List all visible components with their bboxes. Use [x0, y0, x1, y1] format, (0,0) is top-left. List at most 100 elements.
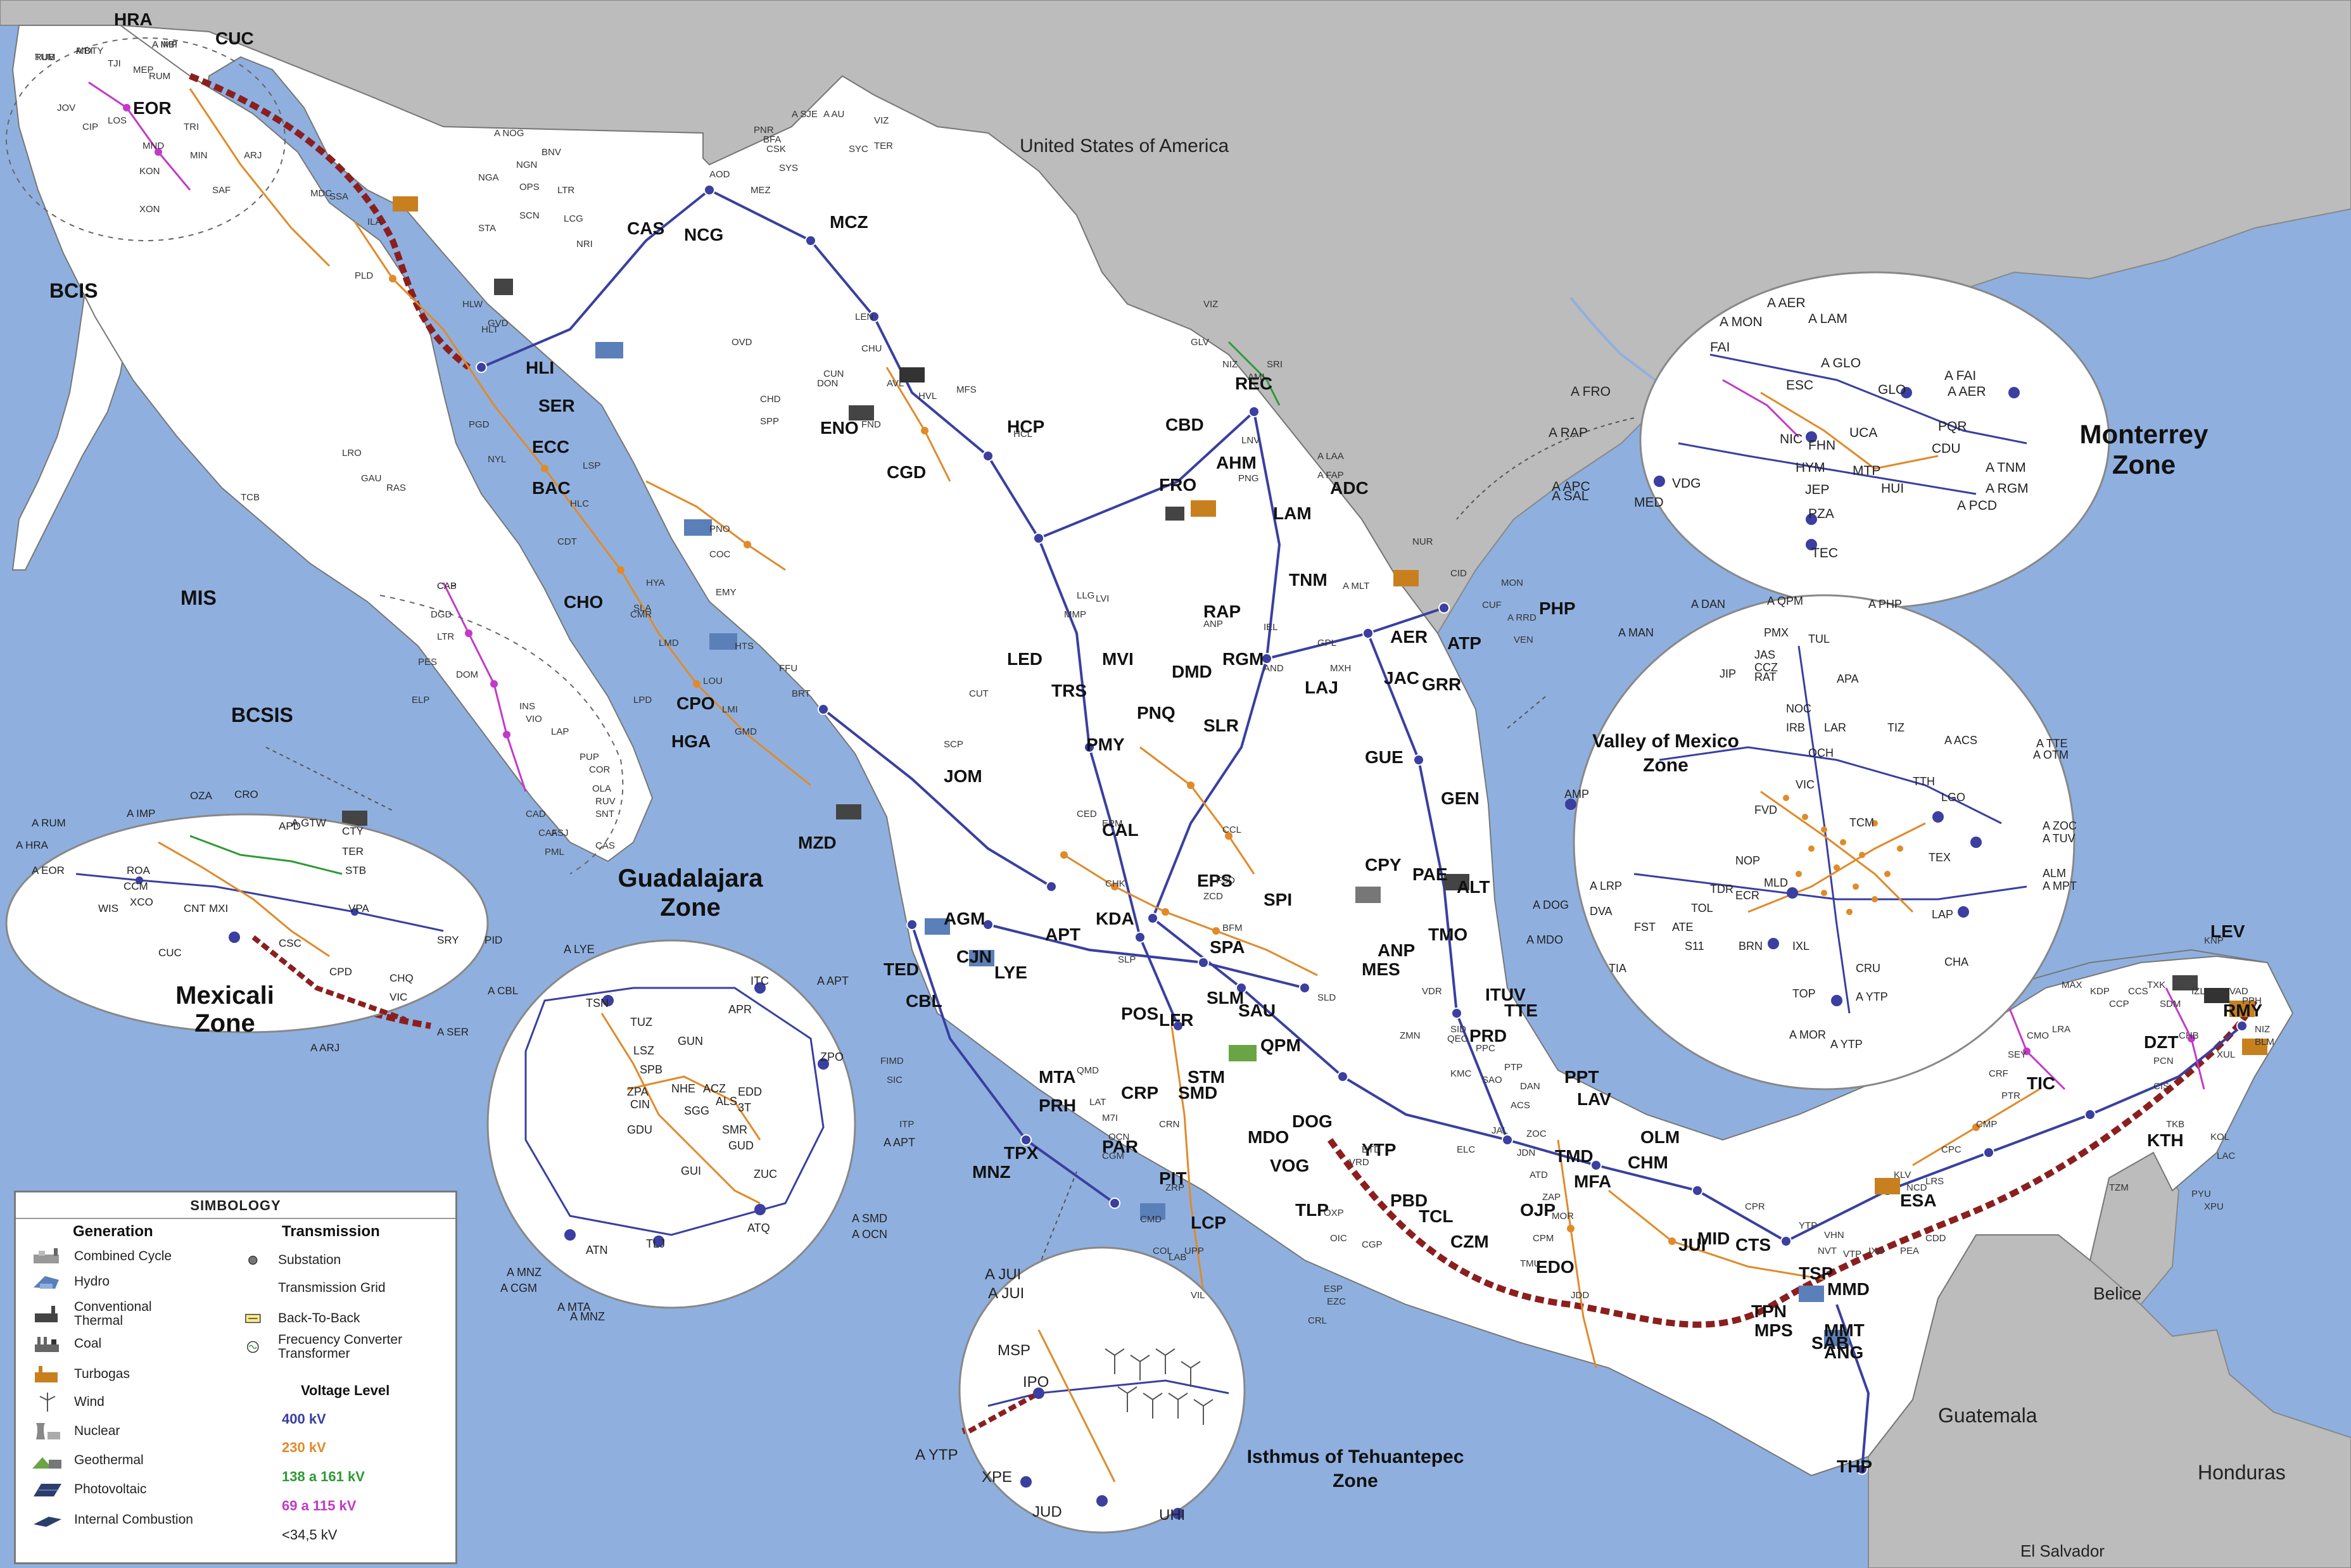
node-label: ZAP	[1542, 1192, 1561, 1203]
node-label: SPB	[640, 1063, 662, 1076]
node-label: QPM	[1260, 1035, 1301, 1055]
node-label: TCB	[241, 492, 260, 503]
node-label: SCN	[519, 210, 540, 221]
legend-label: Geothermal	[74, 1453, 144, 1467]
node-label: A SER	[437, 1026, 469, 1038]
node-label: ZPA	[627, 1085, 649, 1098]
node-label: CCM	[124, 880, 148, 892]
node-label: ALM	[2043, 867, 2066, 880]
node-label: XUL	[2217, 1049, 2235, 1060]
node-label: VEN	[1514, 635, 1533, 645]
legend-divider	[16, 1218, 455, 1219]
node-label: TJI	[108, 58, 121, 69]
node-label: HLI	[526, 358, 554, 377]
lines-138kv	[1227, 341, 1281, 406]
node-label: A AU	[823, 109, 844, 120]
node-label: PPH	[2242, 996, 2262, 1006]
node-label: TIA	[1609, 962, 1626, 975]
node-label: LPD	[633, 695, 652, 705]
node-label: ESC	[1786, 378, 1813, 393]
node-label: CTS	[1735, 1235, 1771, 1255]
node-label: PTR	[2001, 1091, 2020, 1101]
legend-label: Combined Cycle	[74, 1249, 172, 1263]
node-label: TKB	[2166, 1119, 2184, 1130]
node-label: TSN	[586, 997, 609, 1009]
node-label: KOL	[2210, 1132, 2229, 1142]
node-label: HTS	[735, 641, 754, 652]
node-label: BRT	[792, 688, 811, 699]
node-label: LAT	[1089, 1097, 1106, 1108]
node-label: KMC	[1450, 1068, 1472, 1079]
node-label: NOC	[1786, 702, 1811, 715]
node-label: MCZ	[830, 212, 868, 232]
node-label: FIMD	[880, 1056, 904, 1066]
node-label: JUD	[1032, 1503, 1062, 1521]
node-label: PNQ	[1137, 703, 1176, 723]
guatemala-label: Guatemala	[1938, 1404, 2037, 1427]
node-label: BFA	[763, 134, 781, 145]
node-label: LAM	[1273, 503, 1312, 523]
node-label: TOL	[1691, 902, 1713, 914]
node-label: LRA	[2052, 1024, 2070, 1035]
node-label: PAR	[1102, 1137, 1138, 1156]
node-label: MEP	[133, 65, 154, 75]
region-boundaries	[6, 37, 624, 875]
node-label: COL	[1153, 1246, 1172, 1256]
node-label: LRS	[1925, 1176, 1944, 1187]
node-label: A SAL	[1552, 489, 1588, 503]
node-label: ZRP	[1165, 1182, 1184, 1193]
node-label: NIZ	[2255, 1024, 2270, 1035]
node-label: PNO	[709, 524, 730, 534]
frequency-converter-icon	[247, 1341, 259, 1353]
node-label: GUN	[678, 1035, 703, 1047]
node-label: GVD	[488, 318, 509, 329]
node-label: PID	[485, 934, 502, 946]
node-label: IXL	[1792, 940, 1809, 952]
region-mis: MIS	[181, 586, 217, 609]
node-label: TXK	[2147, 980, 2165, 990]
node-label: VDR	[1422, 986, 1442, 997]
node-label: TCM	[1849, 816, 1874, 829]
node-label: A PCD	[1957, 498, 1997, 513]
node-label: A GTW	[291, 817, 326, 829]
node-label: VDG	[1672, 476, 1701, 491]
node-label: LSZ	[633, 1044, 654, 1057]
node-label: A FAP	[1317, 470, 1344, 481]
node-label: TTE	[1504, 1001, 1538, 1020]
node-label: EZC	[1327, 1296, 1346, 1307]
node-label: A SMD	[852, 1212, 887, 1225]
node-label: CDU	[1932, 441, 1961, 456]
node-label: HRA	[114, 9, 153, 29]
node-label: CAP	[437, 581, 457, 591]
node-label: A ACS	[1944, 734, 1977, 747]
node-label: A APT	[817, 975, 849, 987]
node-label: CJN	[956, 947, 992, 966]
node-label: HCL	[1013, 429, 1032, 439]
node-label: RMY	[2223, 1001, 2263, 1020]
node-label: TCL	[1419, 1206, 1453, 1226]
node-label: SSA	[329, 191, 348, 202]
node-label: A RRD	[1507, 612, 1537, 623]
node-label: VIL	[1191, 1290, 1205, 1301]
node-label: VIO	[526, 714, 542, 724]
node-label: DON	[817, 378, 838, 389]
substations-orange	[389, 275, 1980, 1245]
node-label: A DAN	[1691, 598, 1725, 610]
node-label: ATD	[1530, 1170, 1548, 1180]
node-label: SRY	[437, 934, 459, 946]
node-label: ALT	[1457, 877, 1490, 897]
legend-label: Substation	[278, 1253, 341, 1267]
node-label: CSK	[766, 144, 786, 155]
node-label: CRL	[1308, 1315, 1327, 1326]
node-label: CAB	[437, 581, 457, 591]
node-label: VTP	[1843, 1249, 1861, 1260]
node-label: FSD	[1216, 875, 1235, 886]
node-label: ANP	[1378, 940, 1415, 960]
node-label: CCP	[2109, 999, 2129, 1009]
node-label: SAF	[212, 185, 231, 196]
node-label: PEA	[1900, 1246, 1919, 1256]
node-label: JOV	[57, 103, 75, 113]
node-label: PTP	[1504, 1062, 1523, 1073]
legend-label: Turbogas	[74, 1367, 130, 1381]
monterrey-zone-circle	[1639, 271, 2110, 609]
